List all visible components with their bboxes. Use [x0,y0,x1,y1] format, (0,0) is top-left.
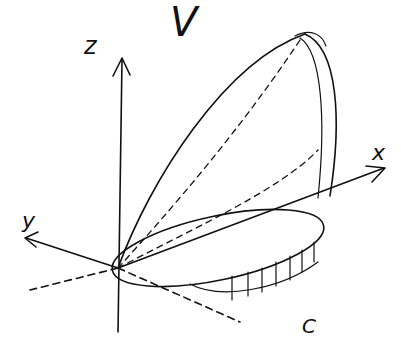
axis-label: z [84,34,97,58]
z-axis [118,60,122,332]
x-arrowhead [366,166,385,182]
y-axis [26,238,118,268]
y-arrowhead [25,232,38,247]
axis-label: y [22,210,35,232]
curve-label: C [302,316,316,336]
axis-extension [30,268,118,290]
hatching [232,242,314,300]
solid-outline [118,34,305,268]
dashed-section [118,150,318,268]
axis-extension [118,268,240,322]
dashed-section [118,40,300,268]
hatching-edge [190,262,318,292]
solid-tip [295,32,326,46]
volume-label: V [170,2,197,42]
solid-outline [300,38,322,198]
z-arrowhead [113,58,130,76]
axis-label: x [372,142,385,164]
base-region [106,194,331,302]
